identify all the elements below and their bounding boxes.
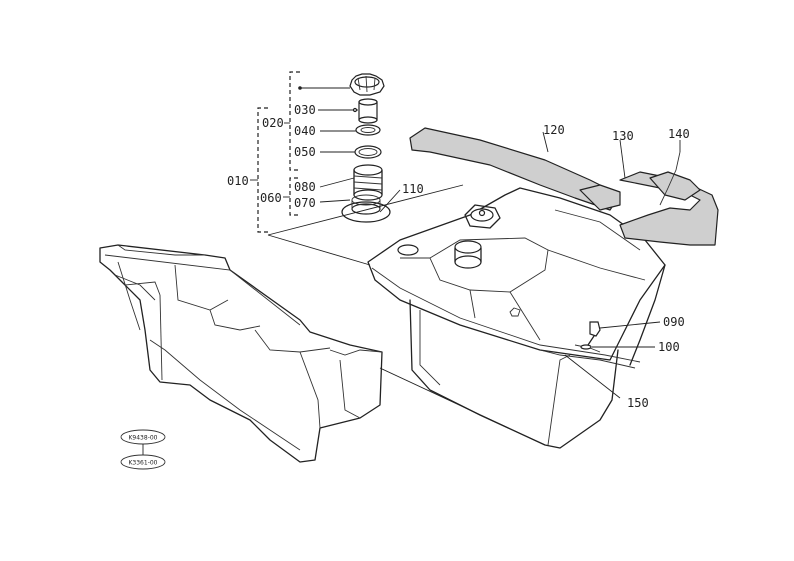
label-060: 060 xyxy=(260,191,282,205)
assembly-brackets xyxy=(257,71,464,266)
part-040-ring xyxy=(355,124,381,136)
label-020: 020 xyxy=(262,116,284,130)
code-label-2: K3361-00 xyxy=(128,460,157,467)
fuel-tank xyxy=(367,187,666,449)
code-oval-1: K9438-00 xyxy=(120,429,166,445)
label-080: 080 xyxy=(294,180,316,194)
tank-bracket xyxy=(99,244,383,463)
label-010: 010 xyxy=(227,174,249,188)
label-030: 030 xyxy=(294,103,316,117)
label-100: 100 xyxy=(658,340,680,354)
label-040: 040 xyxy=(294,124,316,138)
leader-lines xyxy=(250,86,681,446)
label-110: 110 xyxy=(402,182,424,196)
foam-pad-120 xyxy=(409,127,621,211)
wire-140 xyxy=(659,151,681,206)
label-130: 130 xyxy=(612,129,634,143)
label-050: 050 xyxy=(294,145,316,159)
label-090: 090 xyxy=(663,315,685,329)
fuel-cap xyxy=(349,73,385,96)
label-070: 070 xyxy=(294,196,316,210)
label-150: 150 xyxy=(627,396,649,410)
part-090-bolt xyxy=(587,321,601,346)
part-100-washer xyxy=(580,344,592,350)
code-oval-2: K3361-00 xyxy=(120,454,166,470)
part-030-strainer xyxy=(358,98,378,124)
label-120: 120 xyxy=(543,123,565,137)
code-label-1: K9438-00 xyxy=(128,435,157,442)
part-050-gasket xyxy=(354,145,382,159)
label-140: 140 xyxy=(668,127,690,141)
